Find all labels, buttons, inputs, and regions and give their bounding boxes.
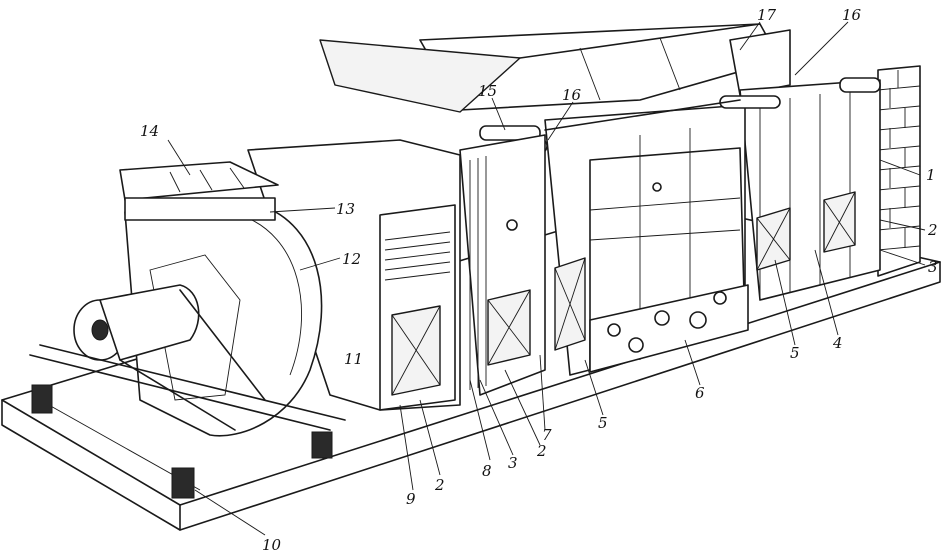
callout-15: 15	[478, 82, 497, 100]
support-feet	[29, 344, 346, 499]
callout-3-mid: 3	[508, 454, 518, 472]
callout-13: 13	[336, 200, 355, 218]
callout-2-right: 2	[927, 221, 938, 239]
callout-6: 6	[695, 384, 705, 402]
callout-1: 1	[926, 166, 936, 184]
callout-11: 11	[344, 350, 363, 368]
callout-14: 14	[140, 122, 159, 140]
callout-5-right: 5	[790, 344, 800, 362]
leader-lines	[167, 21, 926, 536]
heater-section	[459, 134, 546, 396]
callout-16-mid: 16	[562, 86, 582, 104]
motor-drive	[73, 284, 266, 431]
callout-12: 12	[342, 250, 361, 268]
callout-8: 8	[482, 462, 492, 480]
brick-wall	[877, 65, 921, 277]
callout-2-left: 2	[434, 476, 445, 494]
callout-2-mid: 2	[536, 442, 547, 460]
mixing-chamber	[247, 139, 461, 411]
callout-5-mid: 5	[598, 414, 608, 432]
top-air-duct	[319, 23, 791, 113]
callout-17: 17	[757, 6, 777, 24]
callout-16-top: 16	[842, 6, 862, 24]
callout-10: 10	[262, 536, 282, 554]
callout-3-right: 3	[928, 258, 938, 276]
callout-labels: 17 16 16 15 14 13 12 11 1 2 3 4 5 6 5 7 …	[140, 6, 938, 554]
callout-4: 4	[832, 334, 843, 352]
callout-7: 7	[542, 426, 552, 444]
right-chamber	[739, 77, 881, 301]
callout-9: 9	[406, 490, 416, 508]
irrigation-chamber	[544, 104, 749, 376]
